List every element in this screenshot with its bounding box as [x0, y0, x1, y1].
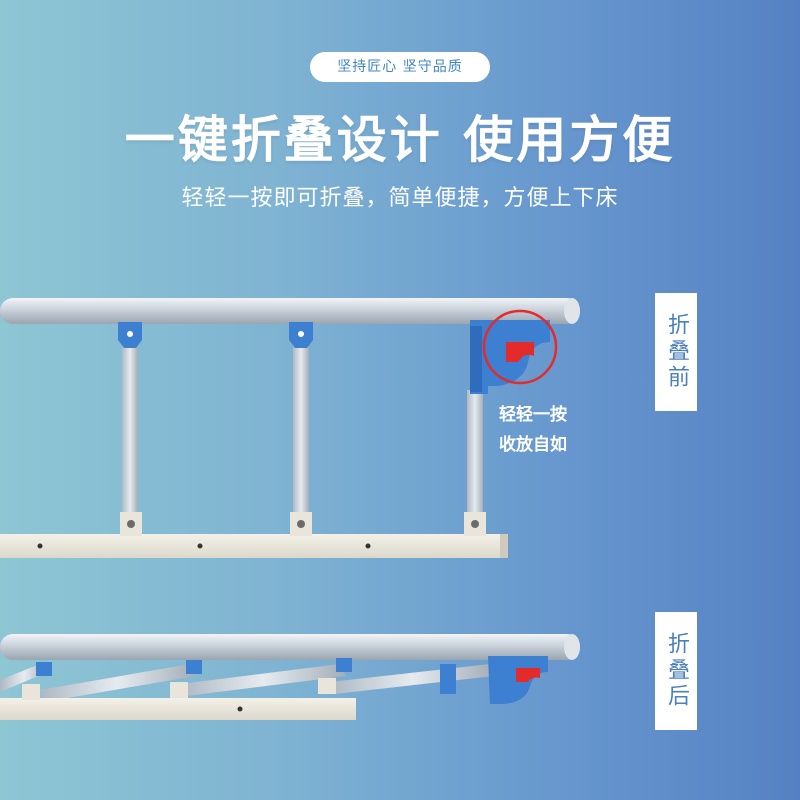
highlight-circle — [482, 309, 558, 385]
post-1 — [122, 338, 138, 518]
label-after-fold: 折叠后 — [655, 612, 697, 730]
callout-line-1: 轻轻一按 — [499, 405, 567, 425]
quality-badge: 坚持匠心 坚守品质 — [310, 52, 490, 82]
label-before-text: 折叠前 — [664, 313, 689, 391]
post-3 — [467, 390, 483, 518]
top-tube — [0, 298, 580, 324]
callout-line-2: 收放自如 — [499, 435, 567, 455]
folded-top-tube — [0, 634, 580, 660]
base-rail — [0, 534, 508, 558]
label-after-text: 折叠后 — [664, 632, 689, 710]
headline-subtitle: 轻轻一按即可折叠，简单便捷，方便上下床 — [181, 186, 619, 211]
unfolded-rail — [0, 298, 580, 558]
headline-title: 一键折叠设计 使用方便 — [124, 111, 676, 169]
folded-rail — [0, 634, 580, 720]
post-2 — [293, 338, 309, 518]
label-before-fold: 折叠前 — [655, 293, 697, 411]
red-release-button — [506, 342, 534, 362]
